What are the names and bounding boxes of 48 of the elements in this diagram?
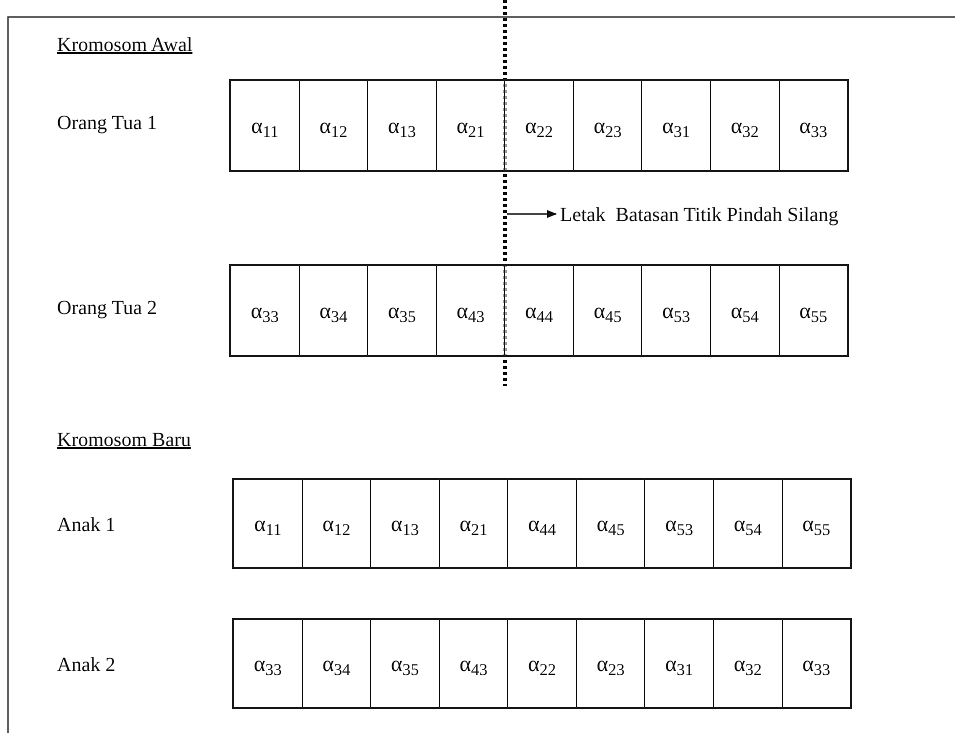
gene-cell: α$_{13}$	[368, 81, 437, 170]
annotation-text: Letak Batasan Titik Pindah Silang	[560, 200, 950, 228]
section-heading: Kromosom Awal	[57, 33, 192, 58]
gene-cell: α$_{45}$	[574, 266, 642, 355]
gene-cell: α$_{23}$	[576, 620, 646, 707]
gene-cell: α$_{34}$	[302, 620, 372, 707]
gene-cell: α$_{13}$	[371, 480, 440, 567]
gene-cell: α$_{54}$	[714, 480, 782, 567]
gene-cell: α$_{21}$	[440, 480, 508, 567]
gene-cell: α$_{23}$	[574, 81, 642, 170]
gene-cell: α$_{21}$	[436, 81, 506, 170]
chromosome-bar	[229, 264, 849, 357]
gene-cell: α$_{32}$	[714, 620, 782, 707]
section-heading: Kromosom Baru	[57, 428, 191, 453]
gene-cell: α$_{33}$	[231, 266, 300, 355]
row-label: Anak 2	[57, 653, 116, 678]
gene-cell: α$_{44}$	[505, 266, 574, 355]
gene-cell: α$_{33}$	[780, 81, 848, 170]
chromosome-bar	[229, 79, 849, 172]
gene-cell: α$_{11}$	[234, 480, 303, 567]
gene-cell: α$_{22}$	[505, 81, 574, 170]
chromosome-bar	[232, 478, 852, 569]
gene-cell: α$_{32}$	[710, 81, 780, 170]
gene-cell: α$_{11}$	[231, 81, 300, 170]
gene-cell: α$_{43}$	[436, 266, 506, 355]
gene-cell: α$_{12}$	[300, 81, 368, 170]
gene-cell: α$_{54}$	[710, 266, 780, 355]
row-label: Anak 1	[57, 513, 116, 538]
gene-cell: α$_{55}$	[780, 266, 848, 355]
gene-cell: α$_{34}$	[300, 266, 368, 355]
gene-cell: α$_{55}$	[782, 480, 850, 567]
gene-cell: α$_{35}$	[368, 266, 437, 355]
chromosome-bar	[232, 618, 852, 709]
gene-cell: α$_{33}$	[782, 620, 850, 707]
gene-cell: α$_{45}$	[576, 480, 646, 567]
gene-cell: α$_{33}$	[234, 620, 303, 707]
gene-cell: α$_{35}$	[371, 620, 440, 707]
arrow	[507, 210, 557, 218]
gene-cell: α$_{12}$	[302, 480, 372, 567]
row-label: Orang Tua 1	[57, 111, 158, 136]
gene-cell: α$_{43}$	[440, 620, 508, 707]
gene-cell: α$_{22}$	[508, 620, 577, 707]
gene-cell: α$_{53}$	[645, 480, 714, 567]
gene-cell: α$_{44}$	[508, 480, 577, 567]
row-label: Orang Tua 2	[57, 296, 158, 321]
gene-cell: α$_{53}$	[642, 266, 711, 355]
gene-cell: α$_{31}$	[645, 620, 714, 707]
gene-cell: α$_{31}$	[642, 81, 711, 170]
